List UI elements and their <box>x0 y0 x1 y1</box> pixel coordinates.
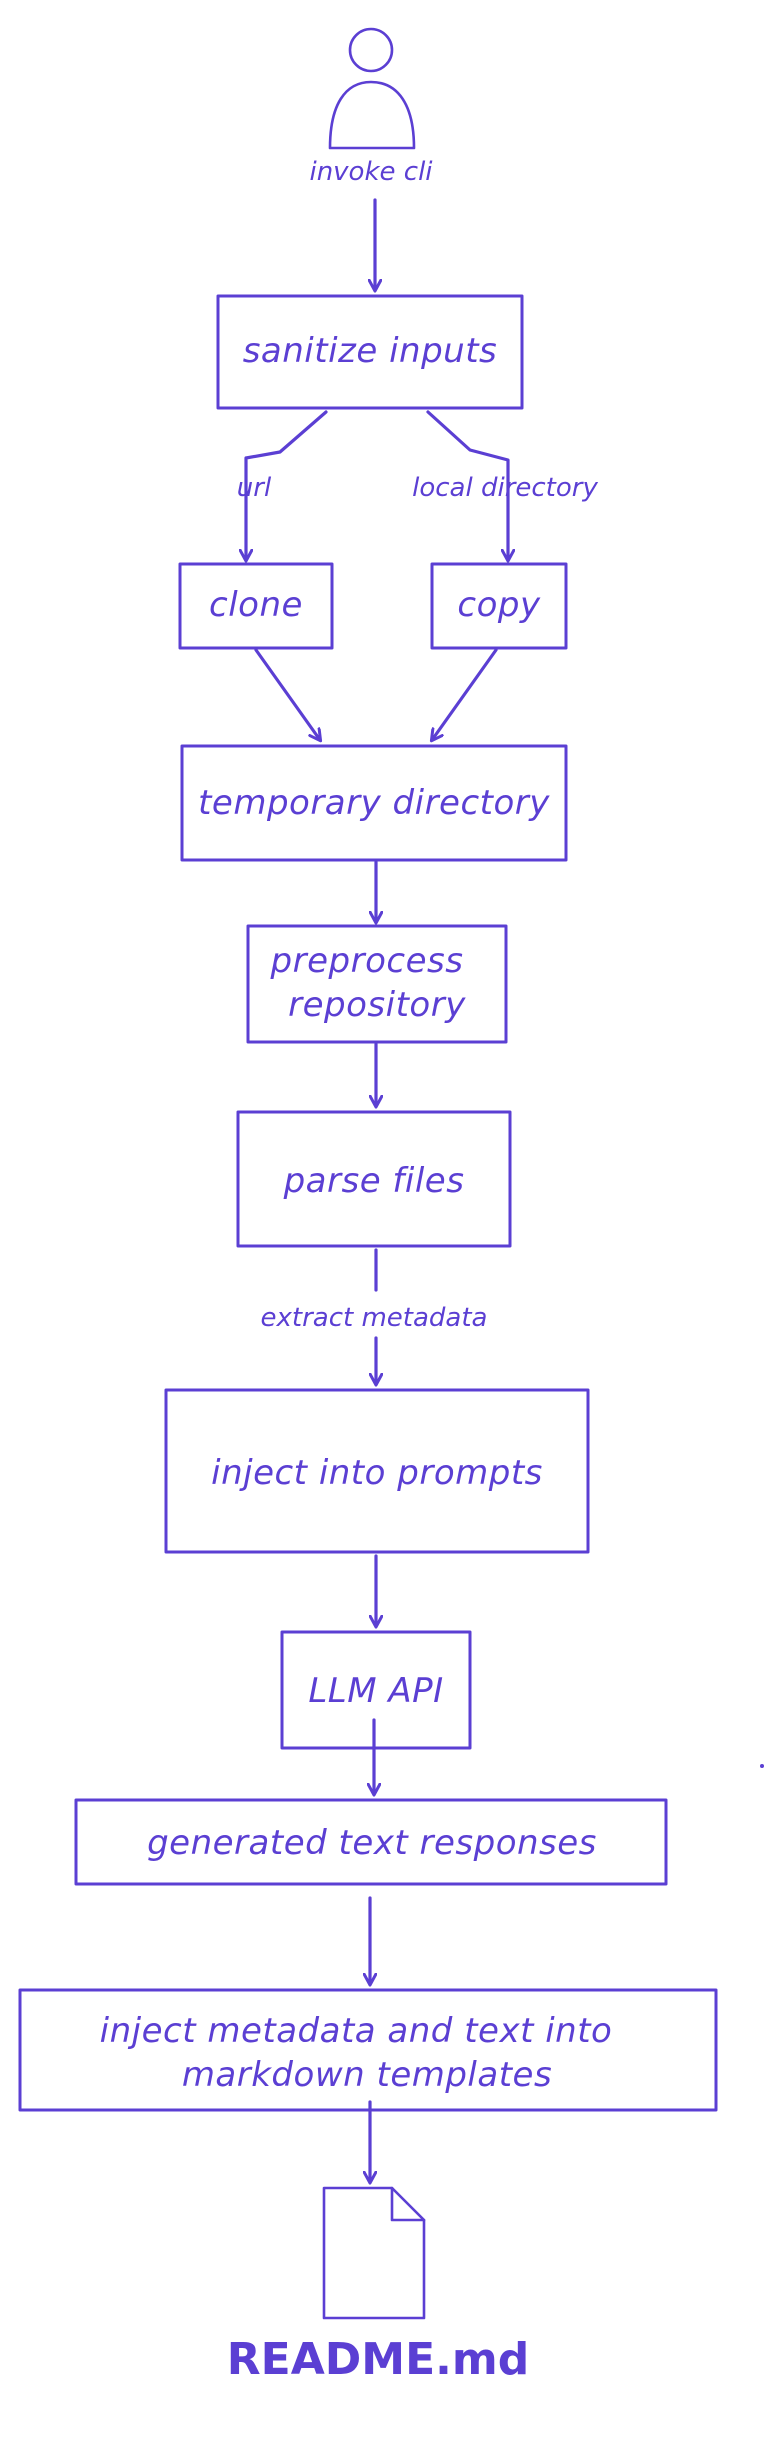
generated-text-label: generated text responses <box>147 1823 597 1863</box>
inject-prompts-box <box>164 1388 590 1554</box>
inject-prompts-label: inject into prompts <box>211 1453 543 1493</box>
inject-markdown-line2: markdown templates <box>182 2055 552 2095</box>
preprocess-line2: repository <box>288 985 466 1025</box>
sanitize-inputs-label: sanitize inputs <box>243 331 498 371</box>
arrow-sanitize-to-clone <box>246 410 328 560</box>
parse-files-label: parse files <box>283 1161 465 1201</box>
temporary-directory-box <box>180 744 568 862</box>
sanitize-inputs-box <box>216 294 524 410</box>
parse-files-box <box>236 1110 512 1248</box>
clone-label: clone <box>209 585 303 625</box>
generated-text-box <box>74 1798 668 1886</box>
arrow-clone-to-temp <box>254 648 320 740</box>
clone-box <box>178 562 334 650</box>
person-icon <box>328 27 416 150</box>
llm-api-box <box>280 1630 472 1750</box>
actor-label: invoke cli <box>309 157 433 187</box>
temporary-directory-label: temporary directory <box>198 783 550 823</box>
readme-label: README.md <box>227 2334 529 2385</box>
preprocess-repository-box <box>246 924 508 1044</box>
arrow-sanitize-to-copy <box>426 410 508 560</box>
copy-box <box>430 562 568 650</box>
stray-dot <box>760 1764 764 1768</box>
edge-label-url: url <box>237 473 272 503</box>
llm-api-label: LLM API <box>308 1671 443 1711</box>
inject-markdown-line1: inject metadata and text into <box>100 2011 613 2051</box>
inject-markdown-box <box>18 1988 718 2112</box>
copy-label: copy <box>457 585 541 625</box>
preprocess-line1: preprocess <box>270 941 464 981</box>
edge-label-extract-metadata: extract metadata <box>261 1303 488 1333</box>
document-icon <box>322 2186 426 2320</box>
arrow-copy-to-temp <box>432 648 498 740</box>
edge-label-local-directory: local directory <box>412 473 598 503</box>
